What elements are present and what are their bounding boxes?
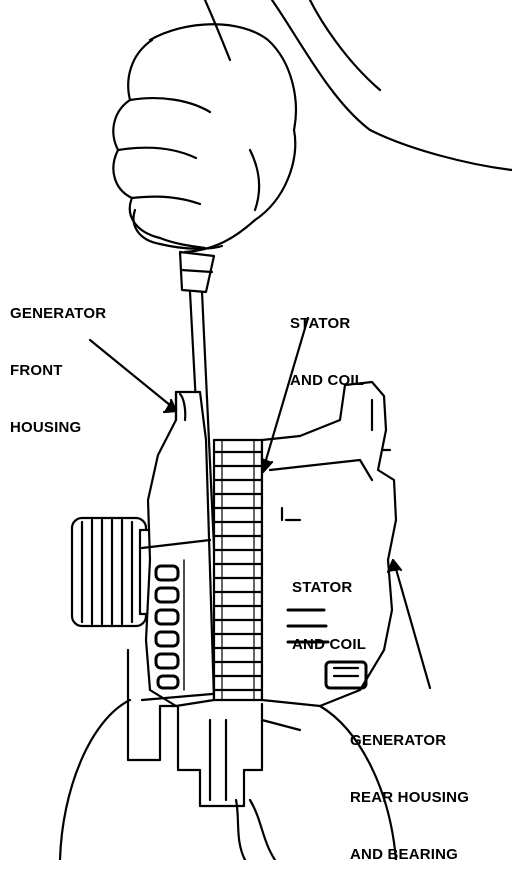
front-housing-leader — [88, 338, 178, 412]
vise-stand — [58, 648, 398, 862]
leader-arrows — [88, 316, 432, 690]
label-stator-and-coil-body: STATOR AND COIL — [292, 540, 366, 673]
diagram-canvas: GENERATOR FRONT HOUSING STATOR AND COIL … — [10, 0, 512, 863]
stator-coil — [212, 438, 264, 702]
label-line: AND COIL — [292, 636, 367, 653]
label-line: GENERATOR — [10, 305, 107, 322]
label-line: GENERATOR — [350, 732, 447, 749]
label-line: FRONT — [10, 362, 63, 379]
label-generator-rear-housing: GENERATOR REAR HOUSING AND BEARING — [350, 693, 469, 883]
label-line: REAR HOUSING — [350, 789, 470, 806]
label-line: HOUSING — [10, 419, 82, 436]
label-stator-and-coil: STATOR AND COIL — [290, 276, 364, 409]
hand-drawing — [112, 0, 512, 254]
label-line: STATOR — [292, 579, 353, 596]
front-housing — [140, 390, 216, 708]
alternator-illustration — [58, 0, 512, 862]
label-line: AND COIL — [290, 372, 365, 389]
rear-housing — [260, 380, 398, 708]
label-generator-front-housing: GENERATOR FRONT HOUSING — [10, 266, 106, 456]
label-line: STATOR — [290, 315, 351, 332]
label-line: AND BEARING — [350, 846, 459, 863]
stator-leader — [261, 316, 310, 472]
pulley — [70, 516, 160, 628]
rear-housing-leader — [392, 560, 432, 690]
